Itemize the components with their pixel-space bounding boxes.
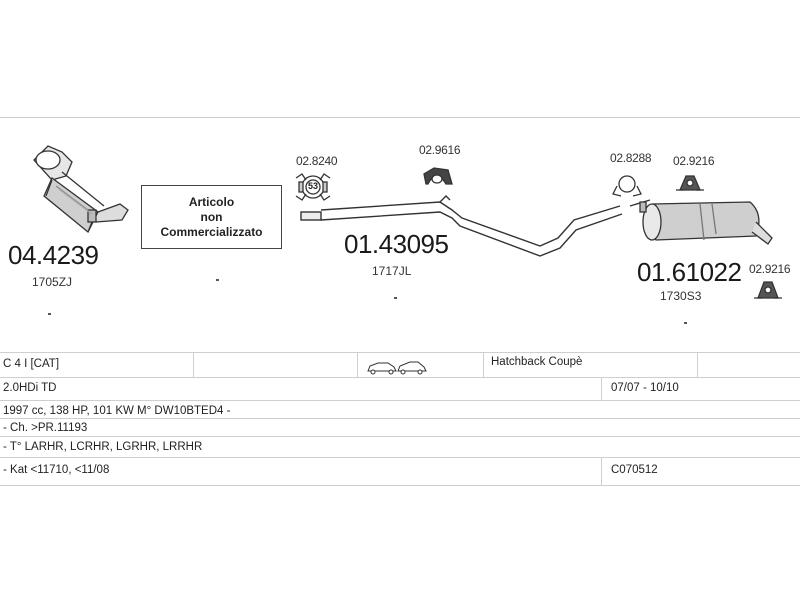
table-line [0,377,800,378]
table-line [0,436,800,437]
table-line [0,457,800,458]
kat-cell: - Kat <11710, <11/08 [3,464,110,476]
part-code-2: 1717JL [372,264,412,278]
not-sold-notice: Articolo non Commercializzato [141,185,282,249]
notice-line-3: Commercializzato [160,225,263,239]
table-line [0,418,800,419]
clamp-label-1: 02.8240 [296,154,338,168]
hanger-02-9616-drawing [423,167,453,185]
marker-dot [684,322,687,324]
catalytic-converter-drawing [33,145,129,234]
date-range-cell: 07/07 - 10/10 [611,382,679,394]
part-number-1: 04.4239 [8,240,99,270]
hanger-label-2: 02.9216 [673,154,715,168]
body-type-cell: Hatchback Coupè [491,356,583,368]
catalog-code-cell: C070512 [611,464,658,476]
table-column-divider [357,352,358,377]
model-cell: C 4 I [CAT] [3,358,60,370]
hanger-02-9216-bottom-drawing [754,281,782,299]
specs-cell: 1997 cc, 138 HP, 101 KW M° DW10BTED4 - [3,405,231,417]
table-line [0,400,800,401]
marker-dot [394,297,397,299]
clamp-02-8240-drawing [295,173,331,201]
table-column-divider [601,377,602,400]
part-number-3: 01.61022 [637,257,742,287]
table-top-line [0,352,800,353]
part-number-2: 01.43095 [344,229,449,259]
hanger-02-9216-top-drawing [676,175,704,191]
part-code-1: 1705ZJ [32,275,73,289]
car-icons [367,361,427,375]
table-column-divider [601,457,602,485]
clamp-02-8288-drawing [612,175,642,197]
clamp-ring-label: 53 [307,181,318,191]
hanger-label-1: 02.9616 [419,143,461,157]
middle-pipe-drawing [300,195,623,257]
table-column-divider [697,352,698,377]
part-code-3: 1730S3 [660,289,702,303]
marker-dot [48,313,51,315]
marker-dot [216,279,219,281]
clamp-label-2: 02.8288 [610,151,652,165]
engine-cell: 2.0HDi TD [3,382,57,394]
chassis-cell: - Ch. >PR.11193 [3,422,88,434]
table-column-divider [483,352,484,377]
rear-silencer-drawing [629,199,773,245]
notice-line-2: non [200,210,223,224]
types-cell: - T° LARHR, LCRHR, LGRHR, LRRHR [3,441,203,453]
top-divider [0,117,800,118]
table-column-divider [193,352,194,377]
table-bottom-line [0,485,800,486]
hanger-label-3: 02.9216 [749,262,791,276]
notice-line-1: Articolo [188,195,235,209]
